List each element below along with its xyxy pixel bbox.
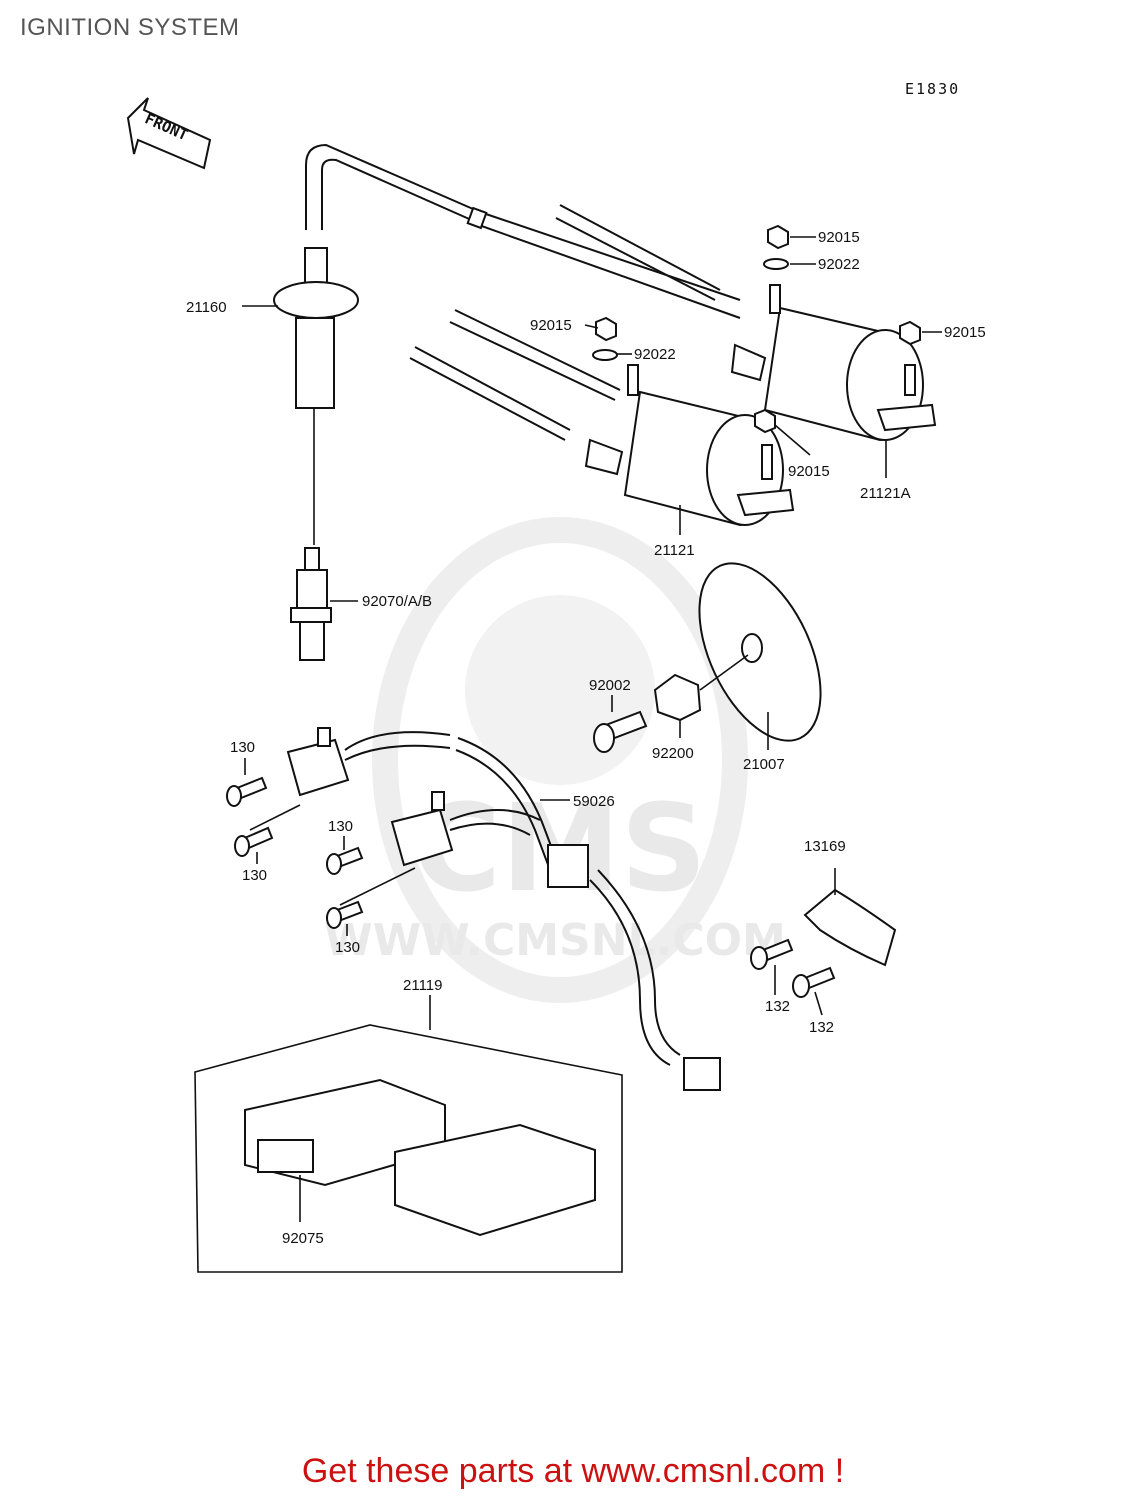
- spark-plug-cap: [273, 247, 359, 545]
- label-132-b: 132: [809, 1019, 834, 1036]
- label-92015-left: 92015: [530, 317, 572, 334]
- bolts-130: [226, 776, 416, 929]
- leader-lines: [242, 236, 942, 1016]
- label-92022-top: 92022: [818, 256, 860, 273]
- label-21119: 21119: [403, 977, 443, 994]
- front-arrow-icon: FRONT: [126, 97, 212, 170]
- nut-washer-hardware: [592, 224, 921, 434]
- pickup-plate: [698, 562, 822, 742]
- label-92070: 92070/A/B: [362, 593, 432, 610]
- label-92200: 92200: [652, 745, 694, 762]
- label-21007: 21007: [743, 756, 785, 773]
- label-59026: 59026: [573, 793, 615, 810]
- label-21160: 21160: [186, 299, 227, 316]
- label-92022-left: 92022: [634, 346, 676, 363]
- spark-plug: [290, 547, 332, 661]
- wiring-harness: [344, 731, 721, 1091]
- watermark: CMS WWW.CMSNL.COM: [324, 517, 786, 1003]
- label-130-a: 130: [230, 739, 255, 756]
- watermark-url-text: WWW.CMSNL.COM: [324, 915, 786, 966]
- ignition-coil-21121a: [730, 284, 937, 442]
- label-92075: 92075: [282, 1230, 324, 1247]
- label-132-a: 132: [765, 998, 790, 1015]
- label-92015-mid: 92015: [788, 463, 830, 480]
- label-92015-top: 92015: [818, 229, 860, 246]
- label-130-c: 130: [328, 818, 353, 835]
- label-92002: 92002: [589, 677, 631, 694]
- diagram-code: E1830: [905, 80, 960, 98]
- bracket: [750, 868, 897, 998]
- label-13169: 13169: [804, 838, 846, 855]
- igniter-unit: [194, 995, 623, 1273]
- label-130-b: 130: [242, 867, 267, 884]
- label-21121: 21121: [654, 542, 695, 559]
- coil-leads: [409, 204, 721, 441]
- plug-lead: [305, 143, 741, 319]
- pickup-coils: [286, 727, 454, 867]
- footer-link-text[interactable]: Get these parts at www.cmsnl.com !: [301, 1452, 845, 1490]
- ignition-coil-21121: [584, 364, 795, 527]
- label-130-d: 130: [335, 939, 360, 956]
- label-92015-right: 92015: [944, 324, 986, 341]
- page-title: IGNITION SYSTEM: [20, 14, 240, 41]
- label-21121a: 21121A: [860, 485, 911, 502]
- bolt-and-nut: [593, 673, 702, 753]
- part-labels: 21160 92070/A/B 92015 92022 92015 92022 …: [186, 229, 986, 1247]
